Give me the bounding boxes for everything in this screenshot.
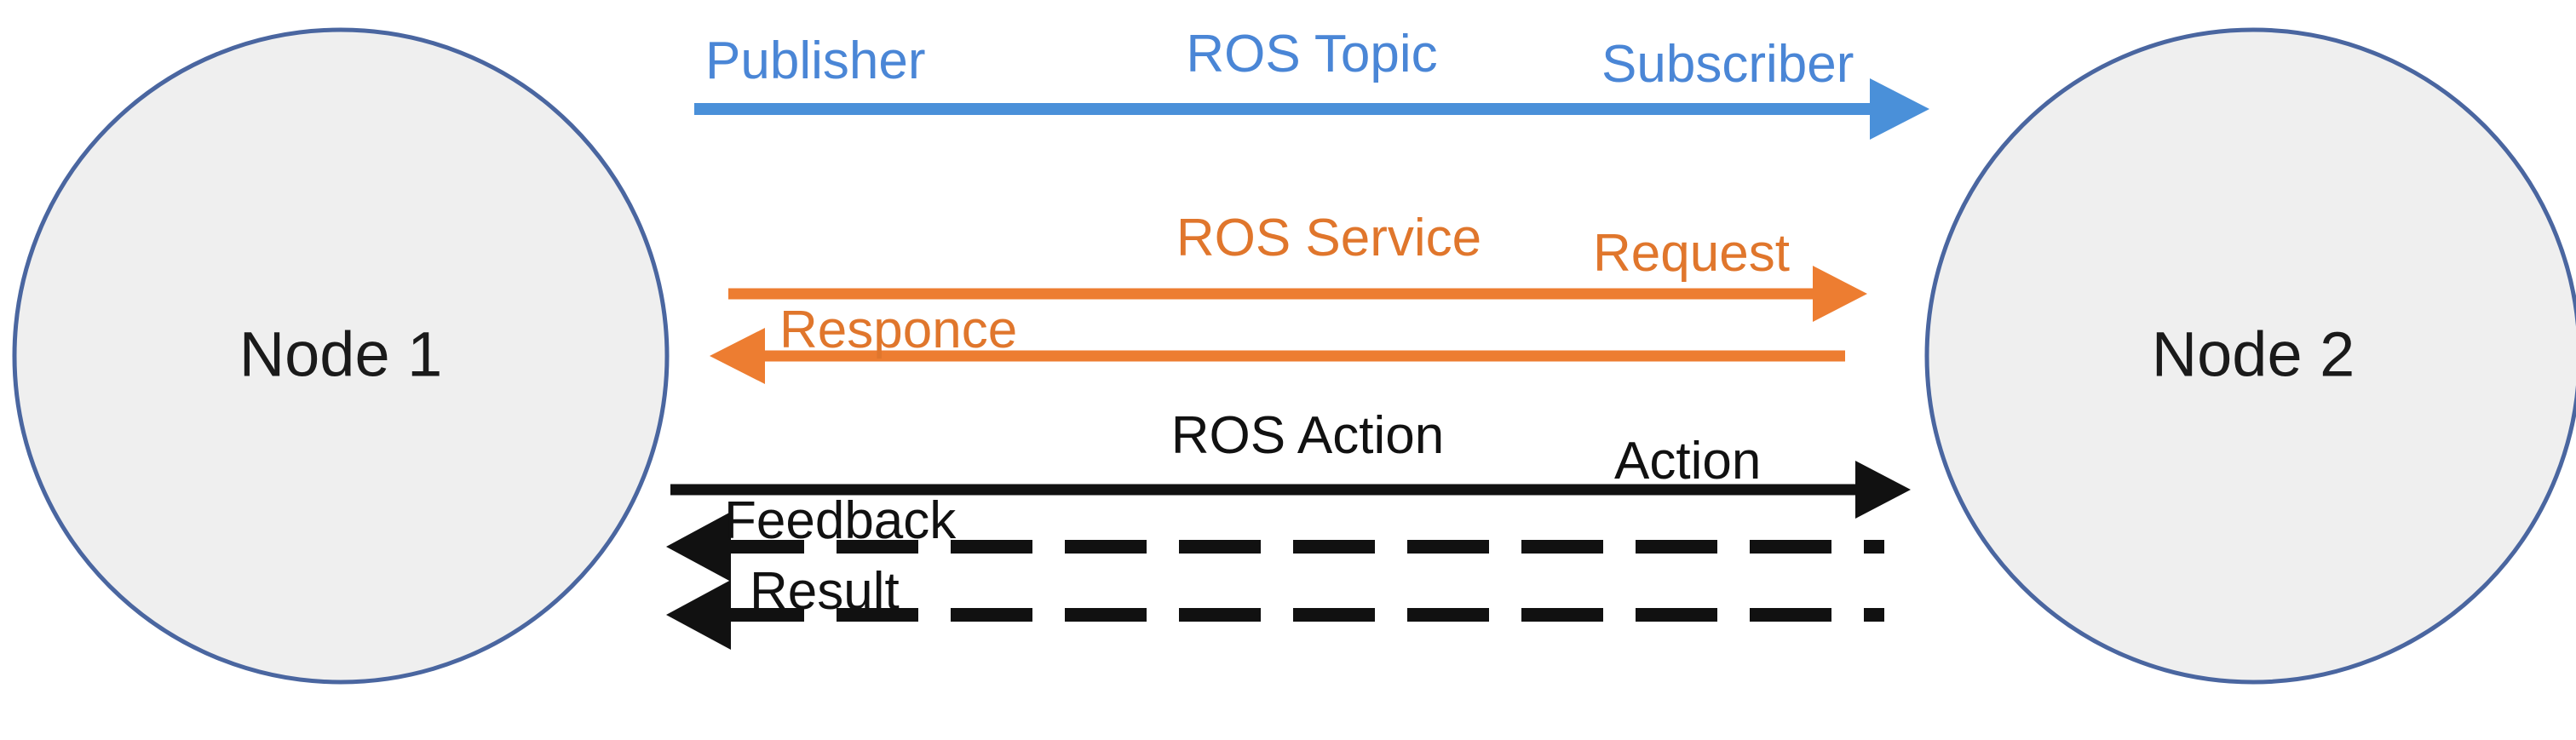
node-1-label: Node 1 [239, 319, 443, 390]
topic-arrowhead-right-icon [1870, 78, 1929, 140]
ros-action-group[interactable]: ROS Action Action Feedback Result [666, 406, 1911, 650]
node-2[interactable]: Node 2 [1924, 27, 2576, 685]
ros-topic-group[interactable]: Publisher ROS Topic Subscriber [694, 25, 1929, 140]
node-1[interactable]: Node 1 [12, 27, 670, 685]
ros-service-label: ROS Service [1176, 209, 1481, 267]
action-arrowhead-right-icon [1855, 461, 1911, 519]
action-label: Action [1614, 432, 1761, 490]
ros-action-label: ROS Action [1171, 406, 1444, 465]
node-2-circle [1924, 27, 2576, 685]
responce-label: Responce [779, 301, 1017, 359]
node-1-circle [12, 27, 670, 685]
request-label: Request [1593, 224, 1790, 283]
feedback-label: Feedback [724, 491, 957, 550]
feedback-arrowhead-left-icon [666, 512, 731, 582]
responce-arrowhead-left-icon [710, 328, 765, 384]
result-arrowhead-left-icon [666, 580, 731, 650]
ros-service-group[interactable]: ROS Service Request Responce [710, 209, 1867, 384]
result-label: Result [750, 562, 900, 621]
subscriber-label: Subscriber [1601, 35, 1854, 94]
ros-topic-label: ROS Topic [1186, 25, 1437, 83]
request-arrowhead-right-icon [1813, 266, 1867, 322]
publisher-label: Publisher [705, 32, 925, 90]
node-2-label: Node 2 [2152, 319, 2355, 390]
